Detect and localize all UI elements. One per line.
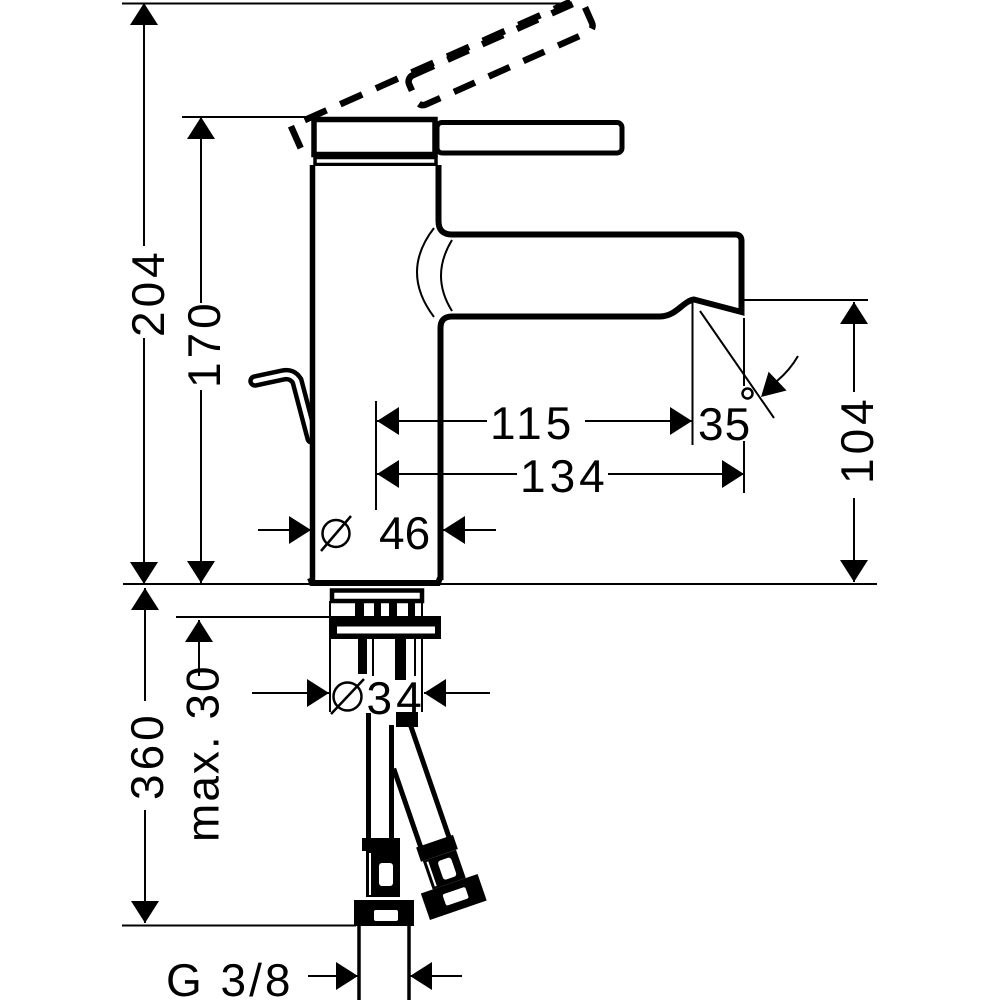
svg-text:104: 104 <box>831 395 883 484</box>
svg-text:G 3/8: G 3/8 <box>166 954 294 1000</box>
svg-text:170: 170 <box>178 299 230 388</box>
svg-text:34: 34 <box>367 672 426 724</box>
svg-text:134: 134 <box>520 450 609 502</box>
svg-text:max. 30: max. 30 <box>177 664 229 842</box>
svg-text:204: 204 <box>122 248 174 337</box>
svg-text:115: 115 <box>490 397 575 449</box>
svg-text:46: 46 <box>379 507 430 559</box>
svg-text:360: 360 <box>121 711 173 800</box>
svg-text:35: 35 <box>698 398 751 450</box>
